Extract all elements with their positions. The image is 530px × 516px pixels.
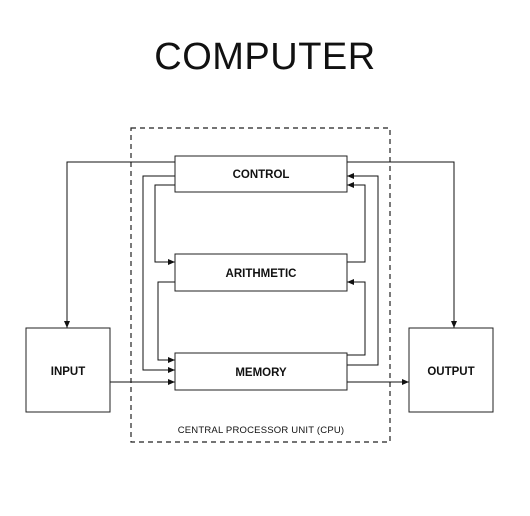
cpu-boundary	[130, 127, 391, 443]
connection-wires	[64, 161, 457, 385]
wire-control-to-arithmetic-left	[154, 184, 175, 265]
wire-arithmetic-to-control-right	[347, 182, 366, 263]
wire-memory-to-arithmetic-right	[347, 279, 366, 356]
diagram-title: COMPUTER	[154, 36, 376, 78]
input-block: INPUT	[25, 327, 111, 413]
wire-arithmetic-to-memory-left	[157, 281, 175, 363]
arithmetic-label: ARITHMETIC	[226, 268, 297, 280]
cpu-label: CENTRAL PROCESSOR UNIT (CPU)	[178, 425, 345, 436]
arithmetic-block: ARITHMETIC	[174, 253, 348, 292]
wire-control-to-memory-left	[142, 175, 175, 373]
control-block: CONTROL	[174, 155, 348, 193]
input-label: INPUT	[51, 366, 86, 378]
memory-block: MEMORY	[174, 352, 348, 391]
wire-control-to-output	[347, 161, 457, 328]
wire-control-to-input	[64, 161, 175, 328]
control-label: CONTROL	[233, 169, 290, 181]
output-block: OUTPUT	[408, 327, 494, 413]
wire-memory-to-control-right	[347, 173, 379, 366]
output-label: OUTPUT	[427, 366, 474, 378]
memory-label: MEMORY	[235, 367, 287, 379]
